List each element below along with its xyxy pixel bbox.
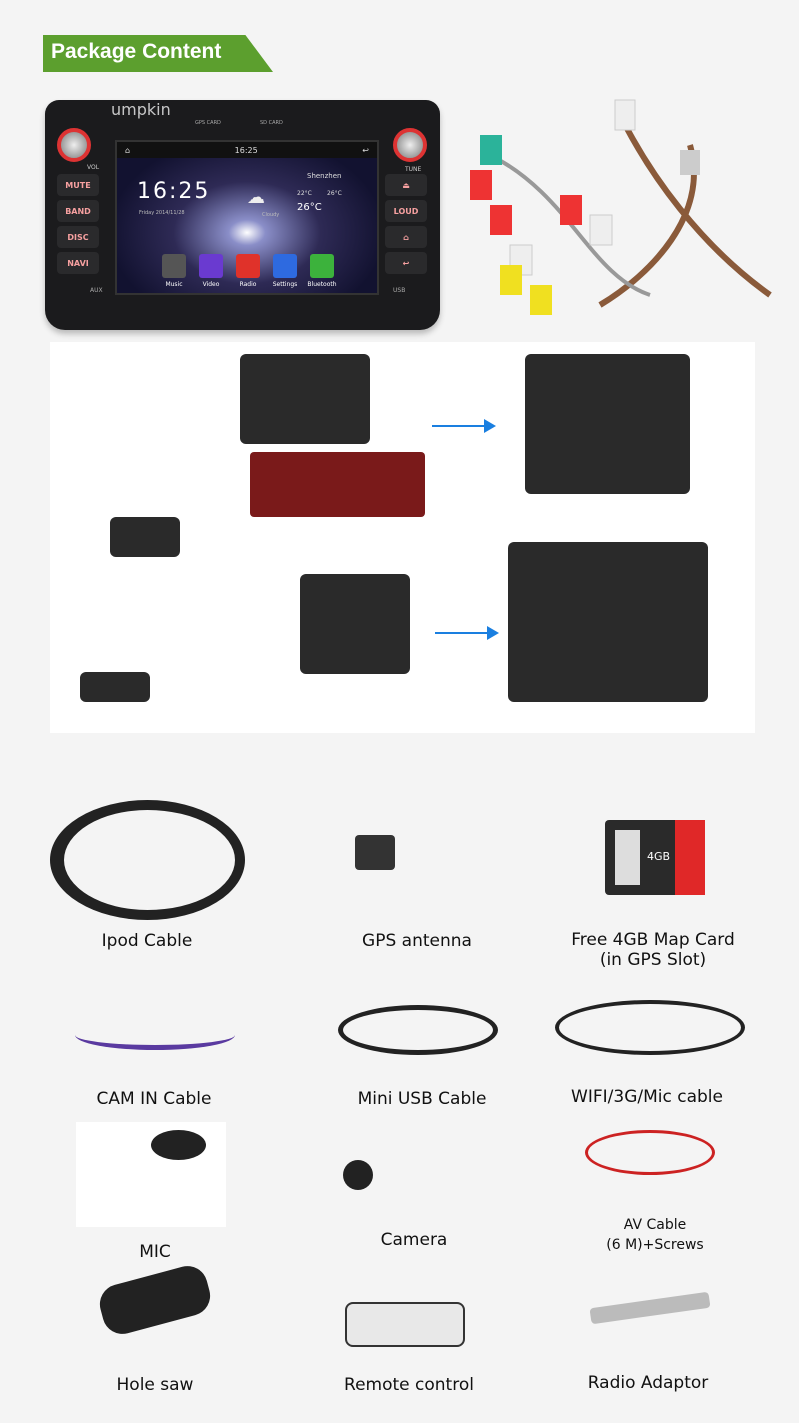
app-label: Video [202,281,220,288]
item-label-sub: (in GPS Slot) [599,950,707,970]
mute-button: MUTE [57,174,99,196]
av-cable-image [585,1130,715,1175]
status-bar: ⌂ 16:25 ↩ [117,142,377,158]
app-label: Radio [239,281,257,288]
car-stereo-image: VOL TUNE MUTE BAND DISC NAVI ⏏ LOUD ⌂ ↩ … [45,100,440,330]
rca-cables-image [470,99,772,315]
clock-widget: 16:25 [137,179,211,204]
usb-label: USB [393,287,406,294]
quadlock-connector [300,574,410,674]
item-label: WIFI/3G/Mic cable [571,1087,723,1107]
camera-image [343,1160,373,1190]
item-label-sub: (6 M)+Screws [606,1237,704,1253]
mini-usb-cable-image [338,1005,498,1055]
temp-low: 22°C [297,190,312,197]
cloud-icon: ☁ [247,187,265,208]
item-label: Remote control [344,1375,474,1395]
quadlock-connector [240,354,370,444]
connector-closeup [525,354,690,494]
vol-label: VOL [87,164,100,171]
aux-label: AUX [90,287,103,294]
connector-closeup [508,542,708,702]
stereo-screen: ⌂ 16:25 ↩ 16:25 Friday 2014/11/28 Shenzhen… [115,140,379,295]
item-label: CAM IN Cable [96,1089,212,1109]
radio-adaptor-image [589,1291,711,1325]
radio-app-icon [236,254,260,278]
weather-text: Cloudy [262,212,280,218]
bluetooth-app-icon [310,254,334,278]
home-icon: ⌂ [125,145,131,155]
ipod-cable-image [50,800,245,920]
arrow-icon [432,419,496,433]
tune-knob [393,128,427,162]
item-label: MIC [139,1242,171,1262]
canbus-box [250,452,425,517]
city-text: Shenzhen [307,172,342,180]
iso-connector [110,517,180,557]
app-label: Bluetooth [307,281,337,288]
mic-image [76,1122,226,1227]
app-label: Settings [272,281,298,288]
loud-button: LOUD [385,200,427,222]
item-label: GPS antenna [362,931,472,951]
harness-panel [50,342,755,733]
map-card-image: 4GB [605,820,705,895]
status-time: 16:25 [234,145,258,155]
back-icon: ↩ [362,145,369,155]
temp-now: 26°C [297,202,322,213]
date-text: Friday 2014/11/28 [139,210,185,216]
sd-card-label: SD CARD [260,120,283,126]
item-label: Ipod Cable [101,931,193,951]
eject-button: ⏏ [385,174,427,196]
navi-button: NAVI [57,252,99,274]
card-text: 4GB [647,850,671,863]
disc-button: DISC [57,226,99,248]
volume-knob [57,128,91,162]
item-label: Camera [380,1230,448,1250]
wifi-cable-image [555,1000,745,1055]
tune-label: TUNE [405,166,422,173]
package-content-banner: Package Content [43,35,273,72]
item-label: Radio Adaptor [587,1373,709,1393]
app-label: Music [165,281,183,288]
item-label: Mini USB Cable [357,1089,487,1109]
gps-antenna-image [355,835,395,870]
iso-connector [80,672,150,702]
cam-in-cable-image [75,1020,235,1050]
home-button: ⌂ [385,226,427,248]
music-app-icon [162,254,186,278]
hole-saw-image [95,1261,215,1339]
back-button: ↩ [385,252,427,274]
video-app-icon [199,254,223,278]
gps-card-label: GPS CARD [195,120,221,126]
brand-watermark: umpkin [111,100,171,119]
item-label: AV Cable [623,1217,687,1233]
page-title: Package Content [51,40,222,63]
item-label: Free 4GB Map Card [571,930,735,950]
band-button: BAND [57,200,99,222]
settings-app-icon [273,254,297,278]
remote-control-image [345,1302,465,1347]
item-label: Hole saw [116,1375,194,1395]
arrow-icon [435,626,499,640]
temp-high: 26°C [327,190,342,197]
